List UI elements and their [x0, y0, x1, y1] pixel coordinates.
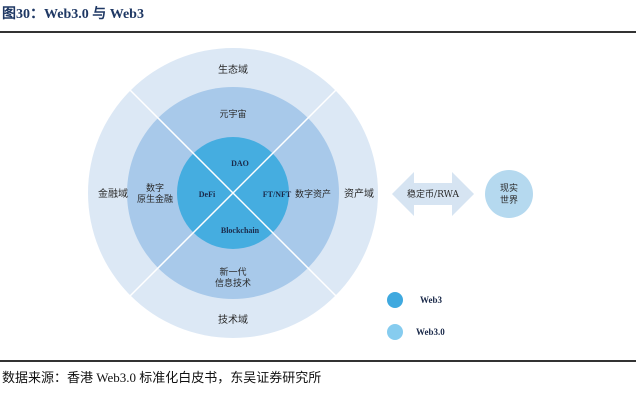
bottom-divider [0, 360, 636, 362]
middle-label-bottom-2: 信息技术 [215, 277, 251, 289]
real-world-label-1: 现实 [500, 182, 518, 194]
figure-title: 图30：Web3.0 与 Web3 [2, 7, 144, 22]
outer-label-right: 资产域 [344, 187, 374, 200]
middle-label-bottom-1: 新一代 [219, 266, 246, 278]
core-label-dao: DAO [231, 159, 249, 168]
legend-swatch-web3 [387, 292, 403, 308]
middle-label-right: 数字资产 [295, 188, 331, 200]
top-divider [0, 31, 636, 33]
core-label-ft-nft: FT/NFT [263, 190, 292, 199]
real-world-label-2: 世界 [500, 194, 518, 206]
legend-swatch-web30 [387, 324, 403, 340]
bridge-double-arrow [392, 172, 474, 216]
divider-line [129, 89, 337, 297]
legend-label-web3: Web3 [420, 295, 443, 305]
outer-label-bottom: 技术域 [218, 313, 248, 326]
bridge-label: 稳定币/RWA [407, 188, 459, 200]
core-label-defi: DeFi [199, 190, 216, 199]
middle-label-left-1: 数字 [146, 182, 164, 194]
outer-label-top: 生态域 [218, 63, 248, 76]
core-label-blockchain: Blockchain [221, 226, 260, 235]
middle-label-left-2: 原生金融 [137, 193, 173, 205]
source-note: 数据来源：香港 Web3.0 标准化白皮书，东吴证券研究所 [2, 370, 322, 385]
middle-label-top: 元宇宙 [219, 108, 246, 120]
legend-label-web30: Web3.0 [416, 327, 445, 337]
real-world-circle [485, 170, 533, 218]
outer-label-left: 金融域 [98, 187, 128, 200]
